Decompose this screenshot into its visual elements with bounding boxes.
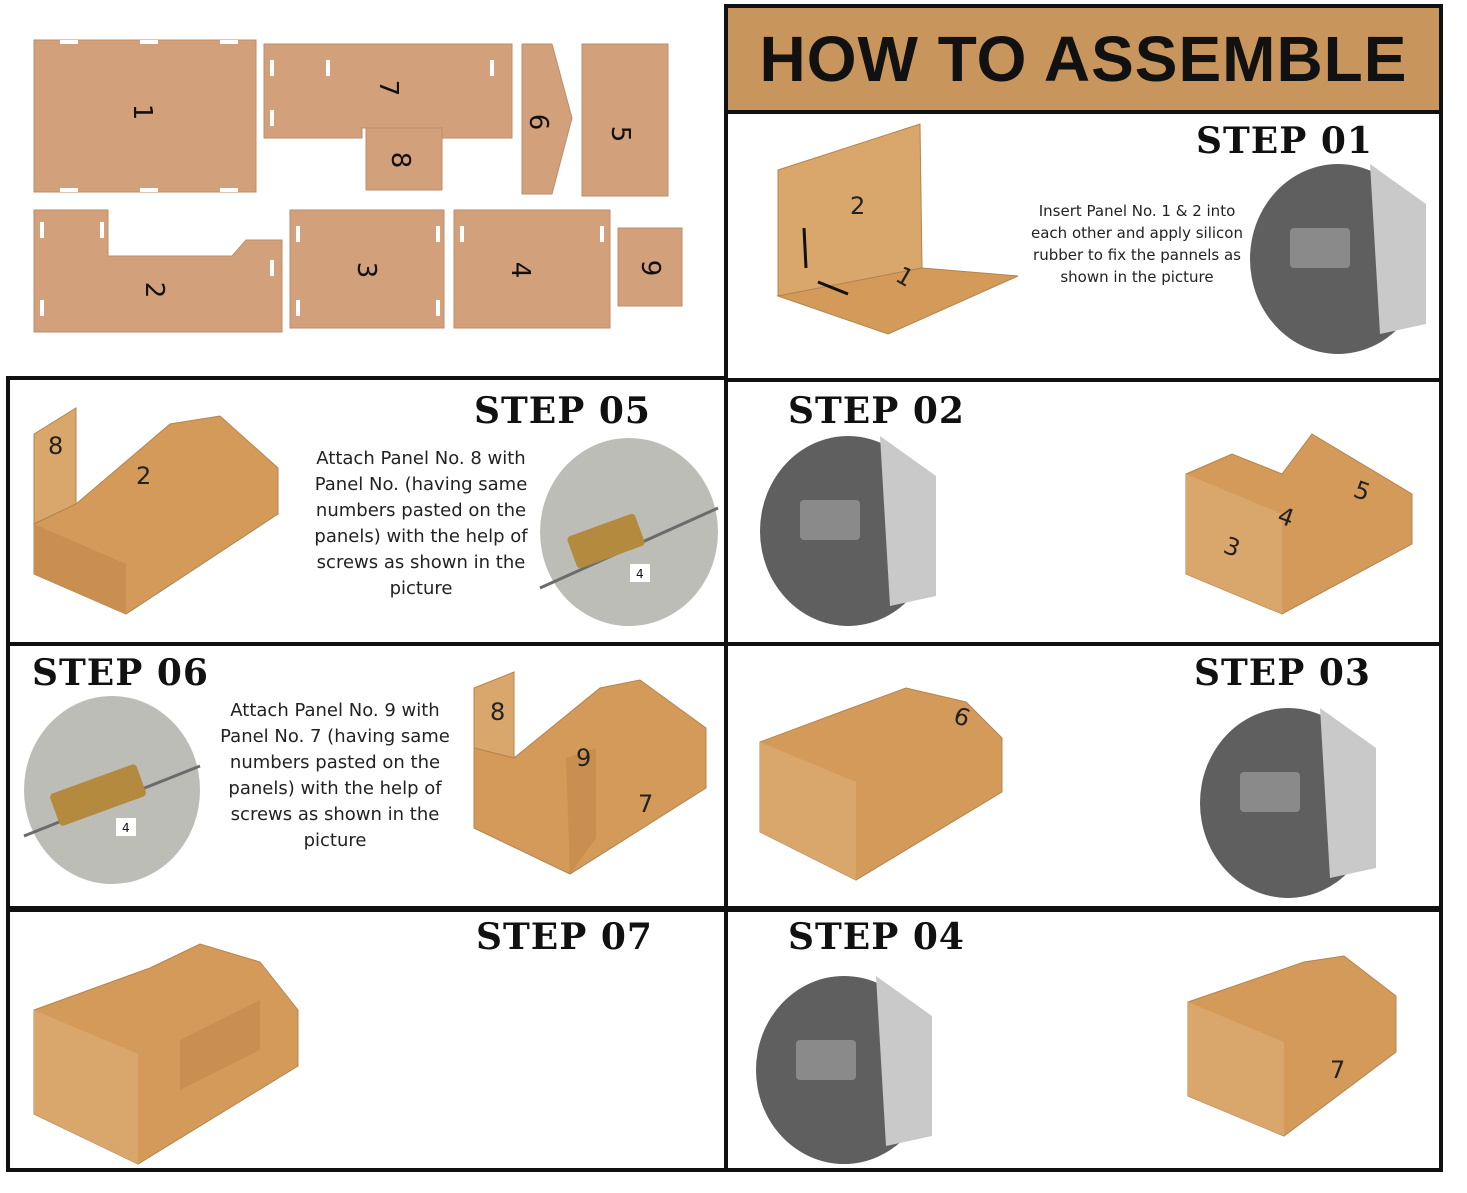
step-03-label: STEP 03 (1194, 652, 1371, 694)
panel-label-8: 8 (385, 152, 415, 169)
step-05-assembly-icon: 8 2 (33, 407, 279, 615)
panel-3-shape (289, 209, 445, 329)
step-01-assembly-icon: 2 1 (776, 123, 1019, 335)
step-07-assembly-icon (33, 943, 299, 1165)
step-04-assembly-icon: 7 (1187, 955, 1397, 1137)
panel-1-shape (33, 39, 257, 193)
step-06-assembly-icon: 8 9 7 (473, 671, 707, 875)
step-05-label: STEP 05 (474, 390, 651, 432)
panel-9-shape (617, 227, 683, 307)
panel-label-7: 7 (373, 80, 403, 97)
panel-5-shape (581, 43, 669, 197)
panel-label-2: 2 (139, 282, 169, 299)
panel-label-4: 4 (505, 262, 535, 279)
step-03-assembly-icon: 6 (759, 687, 1003, 881)
step-02-label: STEP 02 (788, 390, 965, 432)
panel-6-shape (521, 43, 573, 195)
page-title: HOW TO ASSEMBLE (759, 23, 1408, 95)
step-01-part-2: 2 (850, 192, 865, 220)
zoom-detail-icon (756, 976, 932, 1164)
panel-label-6: 6 (523, 114, 553, 131)
step-06-part-7: 7 (638, 790, 653, 818)
step-05-part-2: 2 (136, 462, 151, 490)
panel-label-3: 3 (351, 262, 381, 279)
zoom-detail-icon (1250, 164, 1426, 354)
step-06-tag: 4 (122, 821, 130, 835)
panel-layout-diagram: 1 7 8 6 5 2 3 4 9 (33, 39, 683, 333)
panel-label-1: 1 (127, 104, 157, 121)
panel-label-9: 9 (635, 260, 665, 277)
hinge-detail-icon: 4 (539, 438, 719, 626)
step-05-part-8: 8 (48, 432, 63, 460)
hinge-detail-icon: 4 (23, 696, 201, 884)
step-06-part-8: 8 (490, 698, 505, 726)
step-04-label: STEP 04 (788, 916, 965, 958)
panel-label-5: 5 (605, 126, 635, 143)
step-05-tag: 4 (636, 567, 644, 581)
panel-4-shape (453, 209, 611, 329)
step-06-label: STEP 06 (32, 652, 209, 694)
panel-8-shape (365, 127, 443, 191)
zoom-detail-icon (760, 436, 936, 626)
zoom-detail-icon (1200, 708, 1376, 898)
step-03-frame (724, 642, 1443, 912)
panel-2-shape (33, 209, 283, 333)
step-06-part-9: 9 (576, 744, 591, 772)
step-01-label: STEP 01 (1196, 120, 1373, 162)
step-07-label: STEP 07 (476, 916, 653, 958)
step-04-frame (724, 906, 1443, 1172)
title-banner: HOW TO ASSEMBLE (724, 4, 1443, 114)
step-04-part-7: 7 (1330, 1056, 1345, 1084)
step-02-assembly-icon: 5 4 3 (1185, 433, 1413, 615)
